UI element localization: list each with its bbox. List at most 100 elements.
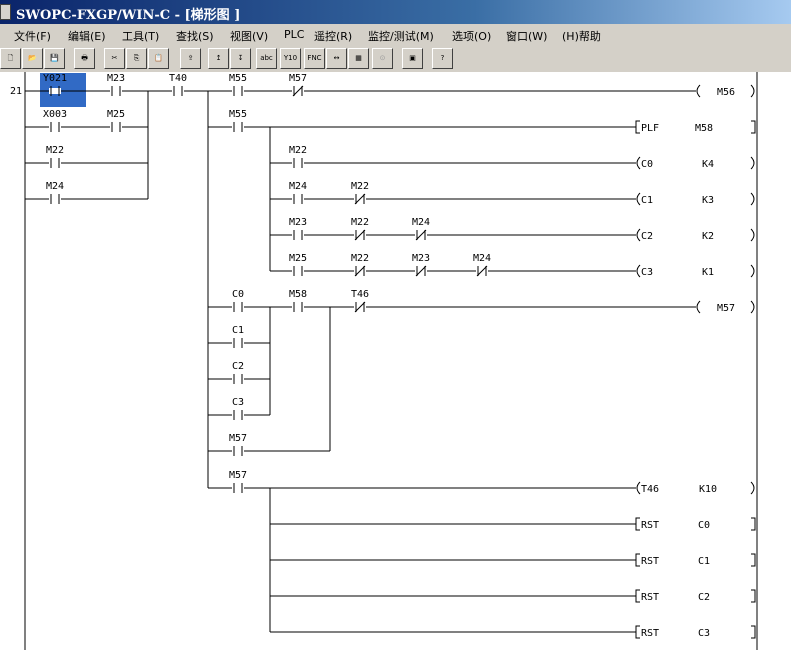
output-c3-k1[interactable]: C3 K1 — [636, 264, 755, 278]
contact-m25[interactable]: M25 — [107, 109, 125, 132]
contact-m22[interactable]: M22 — [351, 253, 369, 277]
constant-label: K10 — [699, 484, 717, 495]
contact-m22[interactable]: M22 — [351, 217, 369, 241]
contact-m22[interactable]: M22 — [289, 145, 307, 168]
contact-m22[interactable]: M22 — [351, 181, 369, 205]
menu-tools[interactable]: 工具(T) — [122, 30, 160, 43]
contact-label: M25 — [289, 253, 307, 264]
contact-x003[interactable]: X003 — [43, 109, 67, 132]
copy-icon[interactable]: ⎘ — [126, 48, 147, 69]
contact-m24[interactable]: M24 — [46, 181, 64, 204]
menu-find[interactable]: 查找(S) — [176, 30, 214, 43]
monitor-icon[interactable]: ▦ — [348, 48, 369, 69]
open-folder-icon[interactable]: 📂 — [22, 48, 43, 69]
output-m57[interactable]: M57 — [696, 300, 755, 314]
constant-label: K1 — [702, 267, 714, 278]
abc-icon[interactable]: abc — [256, 48, 277, 69]
contact-label: M22 — [351, 181, 369, 192]
menu-window[interactable]: 窗口(W) — [506, 30, 548, 43]
contact-label: M25 — [107, 109, 125, 120]
y10-icon[interactable]: Y10 — [280, 48, 301, 69]
operand-label: C1 — [698, 556, 710, 567]
window-icon[interactable]: ▣ — [402, 48, 423, 69]
menu-view[interactable]: 视图(V) — [230, 30, 269, 43]
print-icon[interactable]: 🖶 — [74, 48, 95, 69]
contact-m23[interactable]: M23 — [107, 73, 125, 96]
binoculars-icon[interactable]: ⊙ — [372, 48, 393, 69]
contact-m25[interactable]: M25 — [289, 253, 307, 276]
output-m56[interactable]: M56 — [696, 84, 755, 98]
menu-help[interactable]: (H)帮助 — [562, 30, 601, 43]
menu-file[interactable]: 文件(F) — [14, 30, 51, 43]
menu-edit[interactable]: 编辑(E) — [68, 30, 106, 43]
cut-icon[interactable]: ✂ — [104, 48, 125, 69]
contact-c2[interactable]: C2 — [232, 361, 244, 384]
contact-c1[interactable]: C1 — [232, 325, 244, 348]
contact-m22[interactable]: M22 — [46, 145, 64, 168]
window-title: SWOPC-FXGP/WIN-C - [梯形图 ] — [16, 8, 241, 23]
title-bar: SWOPC-FXGP/WIN-C - [梯形图 ] — [0, 0, 791, 24]
contact-label: M24 — [412, 217, 430, 228]
contact-m24[interactable]: M24 — [473, 253, 491, 277]
contact-label: C1 — [232, 325, 244, 336]
new-file-icon[interactable]: 🗋 — [0, 48, 21, 69]
contact-c3[interactable]: C3 — [232, 397, 244, 420]
contact-label: M58 — [289, 289, 307, 300]
counter-label: C1 — [641, 195, 653, 206]
constant-label: K3 — [702, 195, 714, 206]
operand-label: C2 — [698, 592, 710, 603]
counter-label: C3 — [641, 267, 653, 278]
contact-label: M23 — [289, 217, 307, 228]
contact-m24[interactable]: M24 — [289, 181, 307, 204]
instruction-label: RST — [641, 592, 659, 603]
fnc-icon[interactable]: FNC — [304, 48, 325, 69]
contact-m57[interactable]: M57 — [229, 433, 247, 456]
menu-monitor-test[interactable]: 监控/测试(M) — [368, 30, 434, 43]
contact-m23[interactable]: M23 — [412, 253, 430, 277]
contact-label: X003 — [43, 109, 67, 120]
transfer-icon[interactable]: ⇪ — [180, 48, 201, 69]
operand-label: C0 — [698, 520, 710, 531]
contact-label: M22 — [289, 145, 307, 156]
menu-bar: 文件(F) 编辑(E) 工具(T) 查找(S) 视图(V) PLC 遥控(R) … — [0, 24, 791, 45]
menu-options[interactable]: 选项(O) — [452, 30, 492, 43]
contact-y021[interactable]: Y021 — [43, 73, 67, 96]
contact-label: M24 — [46, 181, 64, 192]
contact-label: M22 — [351, 217, 369, 228]
operand-label: M58 — [695, 123, 713, 134]
toolbar: 🗋 📂 💾 🖶 ✂ ⎘ 📋 ⇪ ↥ ↧ abc Y10 FNC ↔ ▦ ⊙ ▣ … — [0, 45, 791, 73]
contact-m23[interactable]: M23 — [289, 217, 307, 240]
arrows-icon[interactable]: ↔ — [326, 48, 347, 69]
contact-m24[interactable]: M24 — [412, 217, 430, 241]
contact-label: T46 — [351, 289, 369, 300]
contact-t40[interactable]: T40 — [169, 73, 187, 96]
constant-label: K2 — [702, 231, 714, 242]
contact-m55[interactable]: M55 — [229, 73, 247, 96]
contact-m55[interactable]: M55 — [229, 109, 247, 132]
menu-remote[interactable]: 遥控(R) — [314, 30, 353, 43]
help-icon[interactable]: ? — [432, 48, 453, 69]
contact-label: T40 — [169, 73, 187, 84]
menu-plc[interactable]: PLC — [284, 28, 305, 41]
contact-m57[interactable]: M57 — [289, 73, 307, 97]
paste-icon[interactable]: 📋 — [148, 48, 169, 69]
output-rst-c2[interactable]: RST C2 — [635, 589, 756, 603]
contact-m58[interactable]: M58 — [289, 289, 307, 312]
cursor-highlight — [40, 73, 86, 107]
contact-c0[interactable]: C0 — [232, 289, 244, 312]
contact-t46[interactable]: T46 — [351, 289, 369, 313]
write-plc-icon[interactable]: ↧ — [230, 48, 251, 69]
save-icon[interactable]: 💾 — [44, 48, 65, 69]
contact-m57[interactable]: M57 — [229, 470, 247, 493]
output-c1-k3[interactable]: C1 K3 — [636, 192, 755, 206]
contact-label: Y021 — [43, 73, 67, 84]
read-plc-icon[interactable]: ↥ — [208, 48, 229, 69]
